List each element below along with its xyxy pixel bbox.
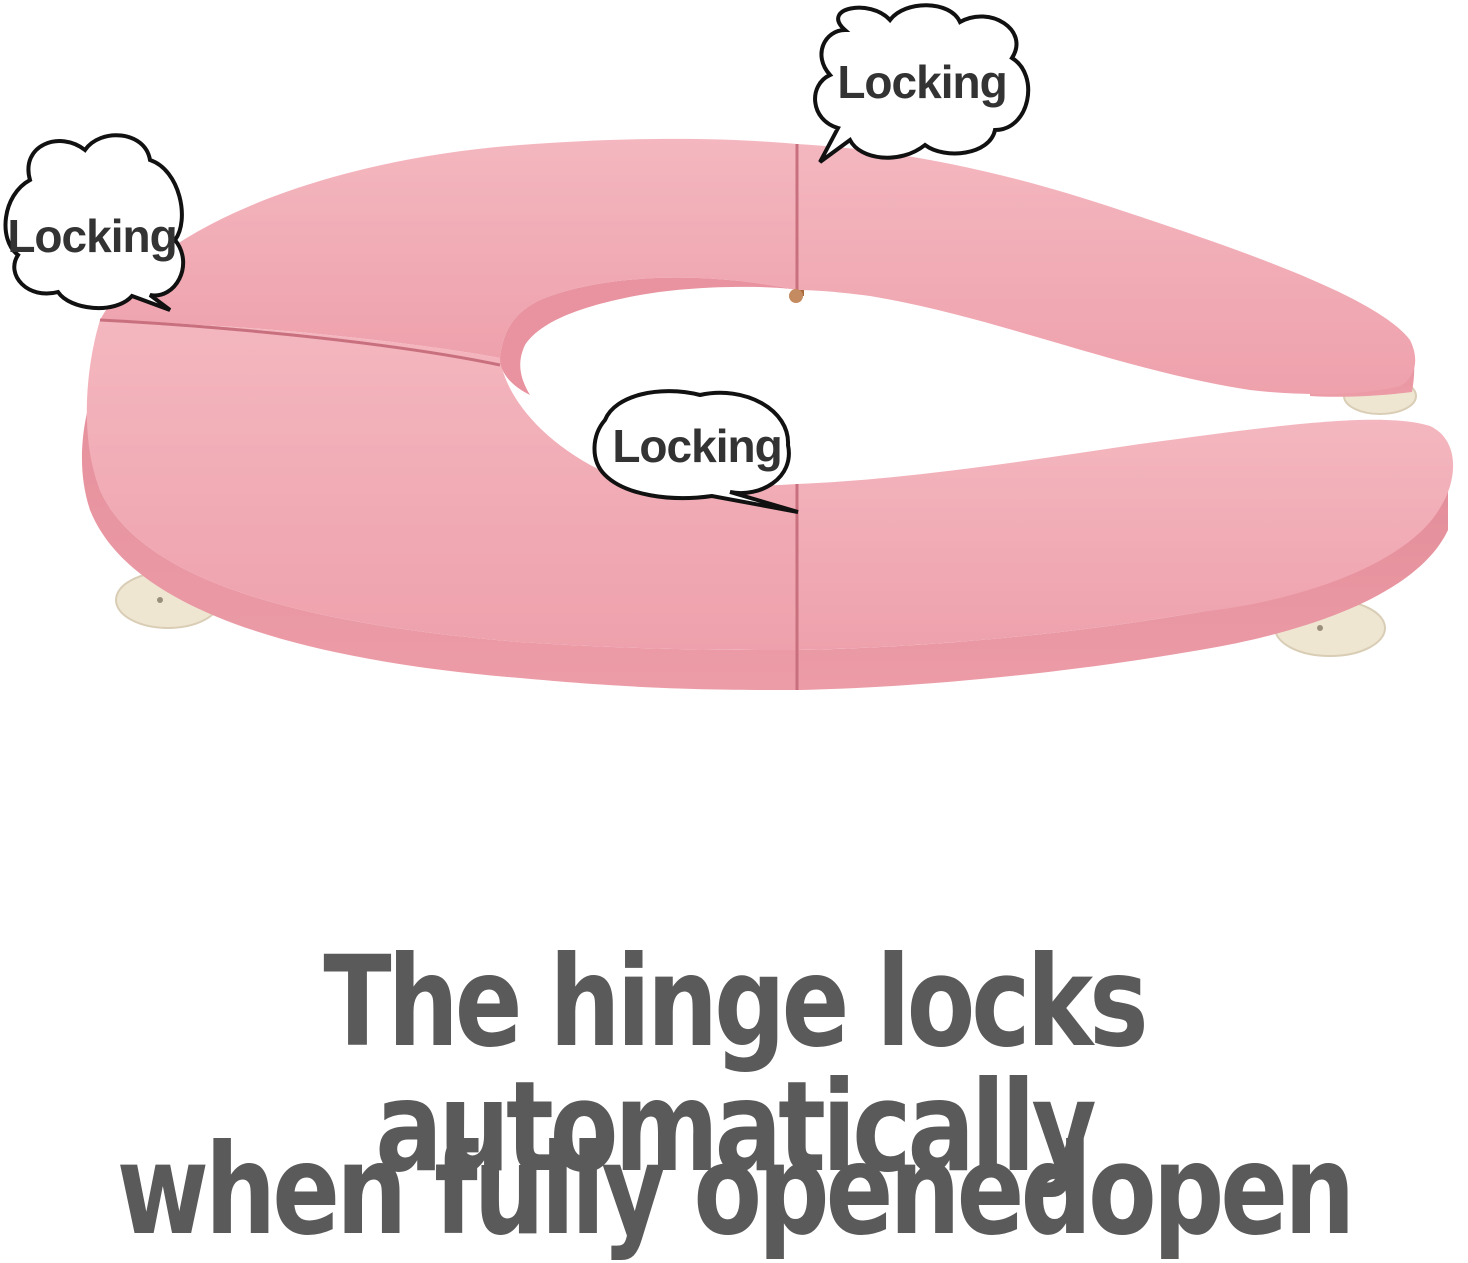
folding-seat-graphic: Locking Locking Locking xyxy=(3,3,1454,690)
locking-label-left: Locking xyxy=(7,210,176,262)
caption-line-1: The hinge locks automatically xyxy=(323,928,1148,1200)
product-illustration: Locking Locking Locking The hinge locks … xyxy=(3,3,1454,1252)
hinge-pin xyxy=(789,289,803,303)
locking-bubble-center: Locking xyxy=(592,389,799,514)
locking-label-center: Locking xyxy=(612,420,781,472)
locking-label-top: Locking xyxy=(837,56,1006,108)
seat-top-surface xyxy=(86,138,1454,650)
locking-bubble-left: Locking xyxy=(3,133,186,312)
locking-bubble-top: Locking xyxy=(813,3,1031,164)
caption-line-2: when fully openedopen xyxy=(116,1116,1356,1263)
